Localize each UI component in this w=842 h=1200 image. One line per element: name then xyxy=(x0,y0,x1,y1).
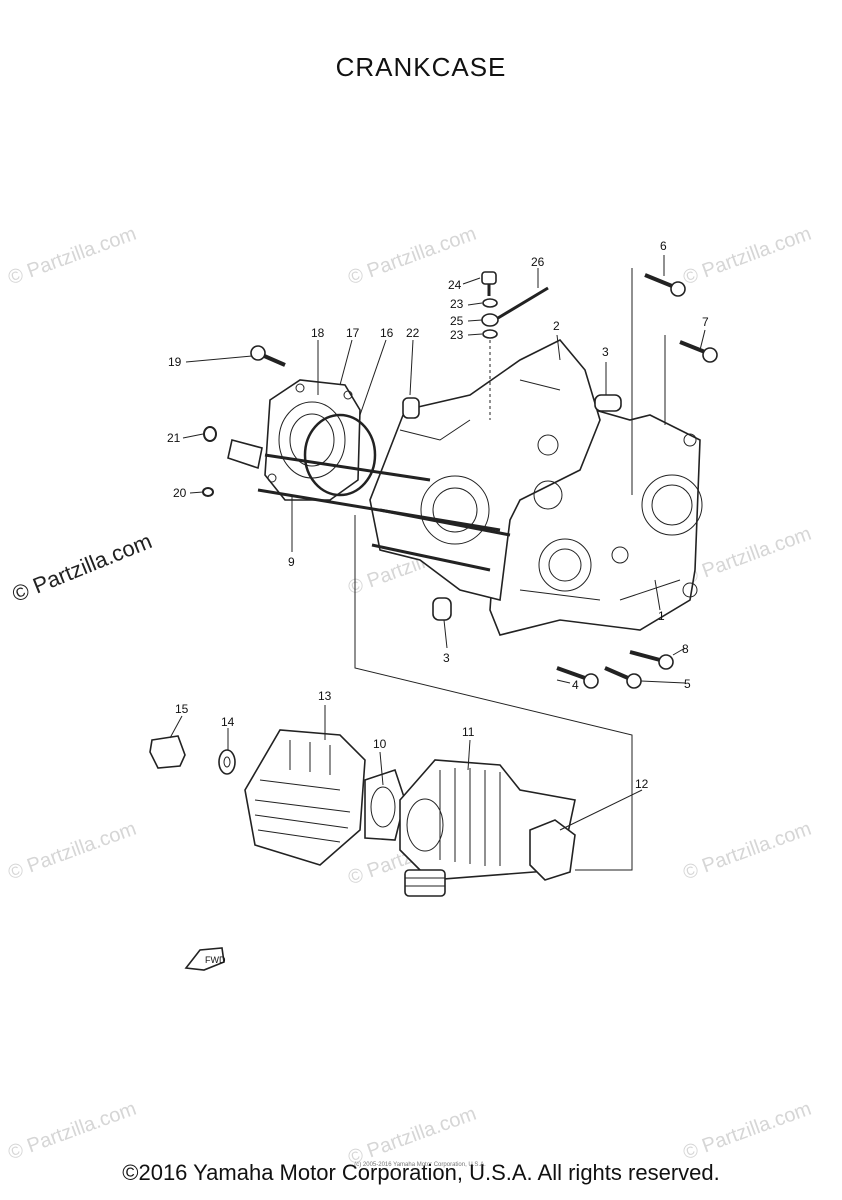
studs xyxy=(257,453,511,572)
callout-label: 1 xyxy=(658,609,665,623)
callout-label: 10 xyxy=(373,737,387,751)
callout-label: 26 xyxy=(531,255,545,269)
crankcase-left-half xyxy=(369,339,601,601)
page-title: CRANKCASE xyxy=(335,52,507,82)
cap-nut xyxy=(149,735,186,769)
reference-lines xyxy=(354,268,666,871)
dowel-pin xyxy=(402,397,420,419)
callout-label: 12 xyxy=(635,777,649,791)
callout-label: 17 xyxy=(346,326,360,340)
washer xyxy=(218,749,236,775)
callout-label: 9 xyxy=(288,555,295,569)
callout-label: 14 xyxy=(221,715,235,729)
callout-label: 5 xyxy=(684,677,691,691)
fine-print: (c) 2005-2016 Yamaha Motor Corporation, … xyxy=(354,1162,486,1168)
callout-labels: 1 2 3 3 4 5 6 7 8 9 10 11 12 13 14 15 16… xyxy=(167,239,709,791)
callout-label: 6 xyxy=(660,239,667,253)
leader-lines xyxy=(169,255,706,831)
exhaust-gasket xyxy=(529,819,576,881)
shaft xyxy=(227,439,263,470)
callout-label: 24 xyxy=(448,278,462,292)
dowel-pin xyxy=(594,394,622,412)
breather-assembly xyxy=(481,271,549,420)
callout-label: 3 xyxy=(602,345,609,359)
callout-label: 16 xyxy=(380,326,394,340)
callout-label: 13 xyxy=(318,689,332,703)
callout-label: 23 xyxy=(450,328,464,342)
o-ring xyxy=(303,413,377,497)
callout-label: 23 xyxy=(450,297,464,311)
side-cover xyxy=(264,379,361,501)
callout-label: 20 xyxy=(173,486,187,500)
callout-label: 18 xyxy=(311,326,325,340)
callout-label: 7 xyxy=(702,315,709,329)
bolts xyxy=(250,273,718,689)
copyright-footer: ©2016 Yamaha Motor Corporation, U.S.A. A… xyxy=(122,1160,720,1185)
callout-label: 4 xyxy=(572,678,579,692)
callout-label: 19 xyxy=(168,355,182,369)
forward-arrow: FWD xyxy=(184,947,226,971)
callout-label: 22 xyxy=(406,326,420,340)
callout-label: 3 xyxy=(443,651,450,665)
o-ring-small xyxy=(203,426,217,442)
o-ring-small xyxy=(202,487,214,497)
svg-text:FWD: FWD xyxy=(205,955,226,965)
callout-label: 11 xyxy=(462,725,475,739)
callout-label: 25 xyxy=(450,314,464,328)
dowel-pin xyxy=(432,597,452,621)
callout-label: 15 xyxy=(175,702,189,716)
callout-label: 21 xyxy=(167,431,181,445)
callout-label: 2 xyxy=(553,319,560,333)
cylinder-head xyxy=(244,729,366,866)
callout-label: 8 xyxy=(682,642,689,656)
